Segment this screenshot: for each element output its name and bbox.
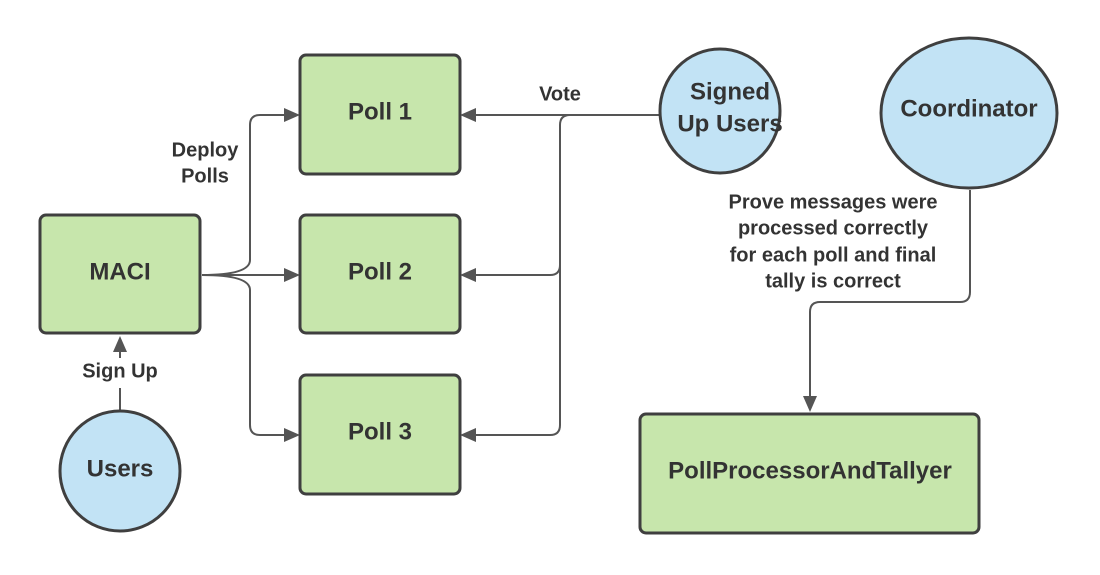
- edge-maci-poll3: [201, 274, 284, 436]
- arrowhead-poll1-left: [284, 108, 300, 122]
- arrowhead-poll2-left: [284, 268, 300, 282]
- arrowhead-maci-bottom: [113, 336, 127, 352]
- edge-maci-poll1: [201, 114, 284, 276]
- coordinator-label: Coordinator: [900, 95, 1037, 122]
- signed-up-users-label-line2: Up Users: [677, 110, 782, 137]
- deploy-polls-edges: [201, 108, 300, 442]
- poll3-box[interactable]: Poll 3: [298, 373, 462, 496]
- prove-edge: [803, 190, 971, 412]
- arrowhead-poll2-right: [460, 268, 476, 282]
- signed-up-users-label-line1: Signed: [690, 78, 770, 105]
- edge-signed-poll3: [476, 265, 561, 436]
- deploy-polls-label-line2: Polls: [181, 165, 229, 187]
- poll1-label: Poll 1: [348, 98, 412, 125]
- sign-up-label: Sign Up: [82, 360, 158, 382]
- coordinator-circle[interactable]: Coordinator: [879, 36, 1059, 190]
- prove-label-line2: processed correctly: [738, 217, 929, 239]
- sign-up-edge: [113, 336, 127, 412]
- users-circle[interactable]: Users: [58, 409, 182, 533]
- maci-box[interactable]: MACI: [38, 213, 202, 335]
- processor-box[interactable]: PollProcessorAndTallyer: [638, 412, 981, 535]
- deploy-polls-label-line1: Deploy: [172, 139, 240, 161]
- arrowhead-poll3-right: [460, 428, 476, 442]
- poll1-box[interactable]: Poll 1: [298, 53, 462, 176]
- prove-label-line3: for each poll and final: [730, 244, 937, 266]
- maci-label: MACI: [89, 258, 150, 285]
- vote-label: Vote: [539, 83, 581, 105]
- edge-signed-poll2: [476, 114, 571, 276]
- arrowhead-processor-top: [803, 396, 817, 412]
- arrowhead-poll3-left: [284, 428, 300, 442]
- prove-label-line4: tally is correct: [765, 270, 901, 292]
- users-label: Users: [87, 455, 154, 482]
- poll3-label: Poll 3: [348, 418, 412, 445]
- arrowhead-poll1-right: [460, 108, 476, 122]
- prove-label-line1: Prove messages were: [728, 191, 937, 213]
- vote-edges: [460, 108, 660, 442]
- edge-coordinator-processor: [809, 190, 971, 396]
- poll2-box[interactable]: Poll 2: [298, 213, 462, 335]
- processor-label: PollProcessorAndTallyer: [668, 457, 952, 484]
- poll2-label: Poll 2: [348, 258, 412, 285]
- signed-up-users-circle[interactable]: Signed Up Users: [658, 47, 783, 175]
